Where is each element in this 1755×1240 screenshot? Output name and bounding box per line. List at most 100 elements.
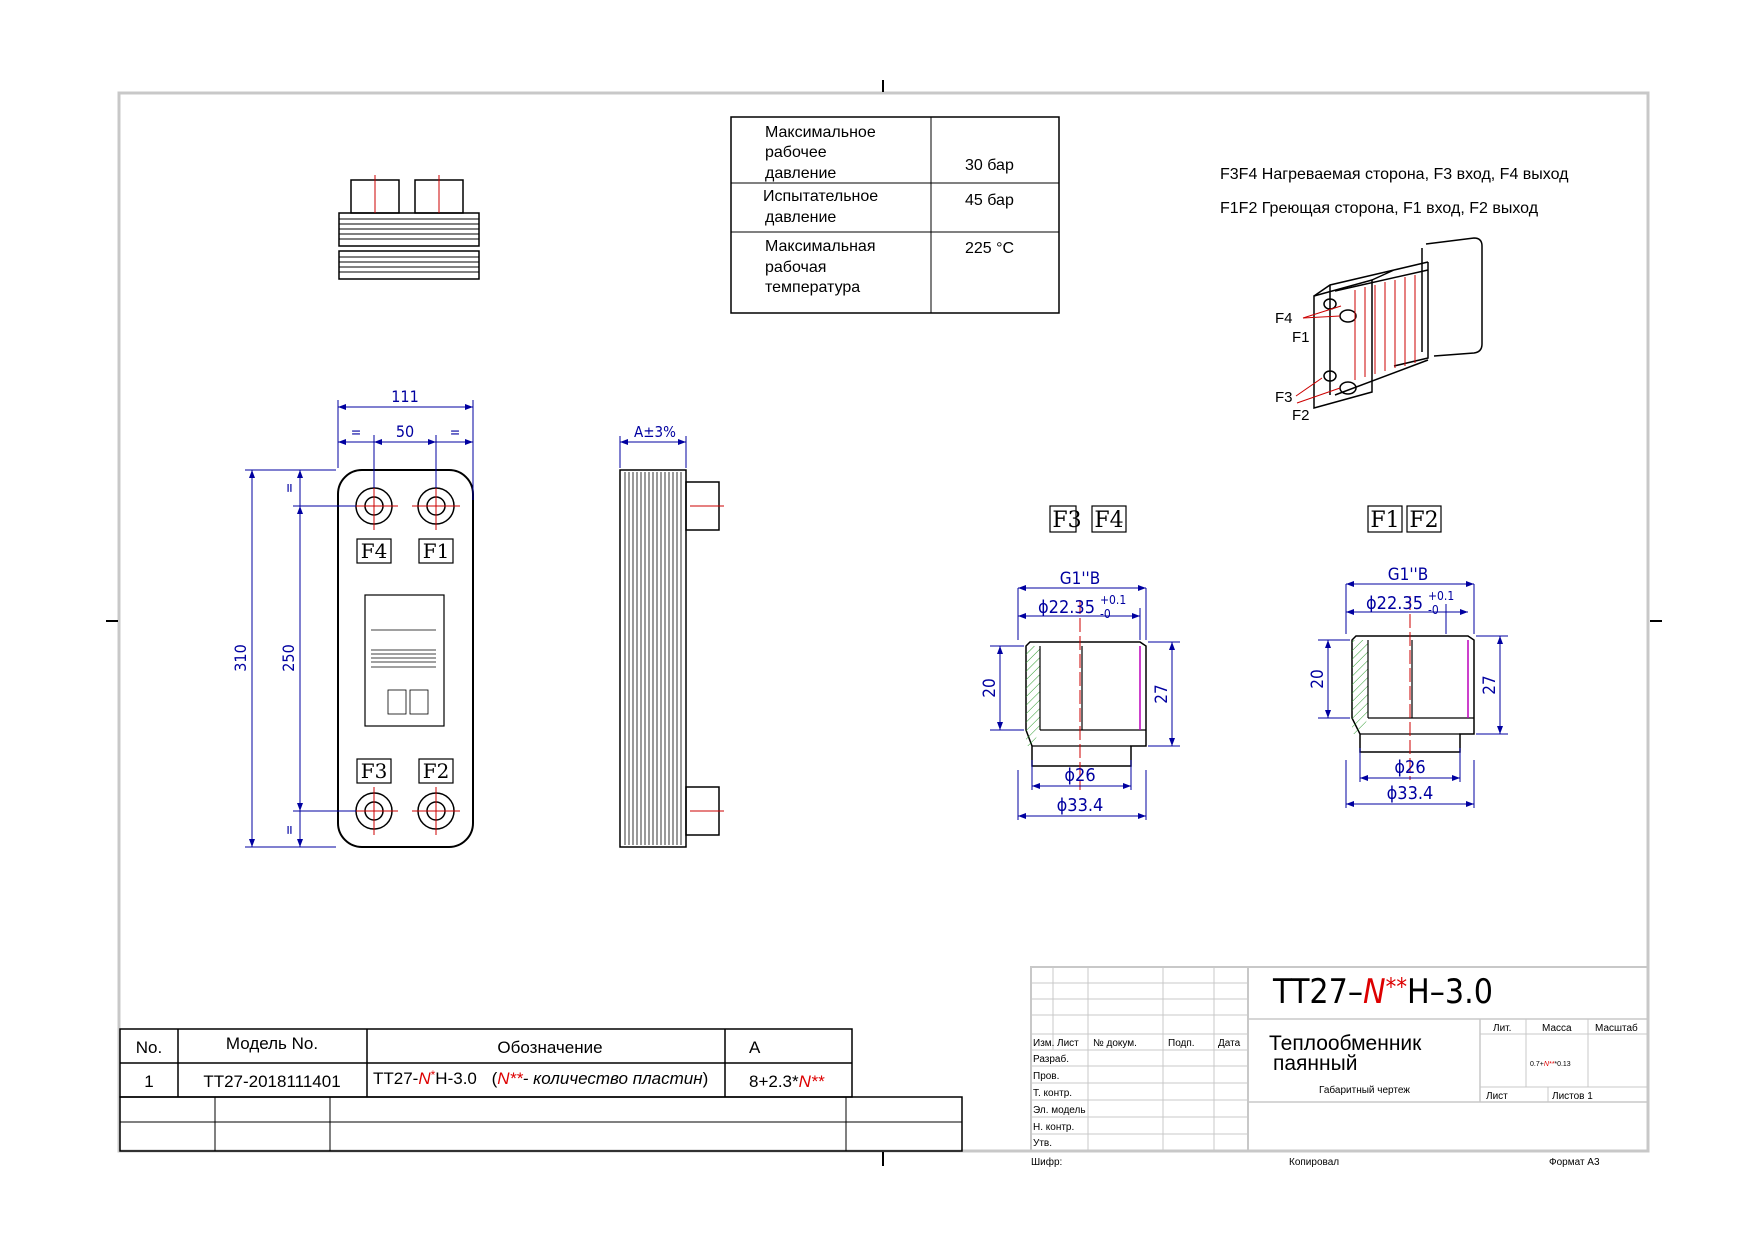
- col-label: Изм.: [1033, 1038, 1054, 1049]
- mass-prefix: 0.7+: [1530, 1061, 1544, 1068]
- spec-value: 225 °C: [965, 240, 1014, 257]
- row-label: Разраб.: [1033, 1053, 1069, 1065]
- title-block: TT27–N**H–3.0 Теплообменник паянный Габа…: [1030, 966, 1649, 1152]
- mass-suffix: *0.13: [1554, 1061, 1570, 1068]
- spec-label-line: Испытательное: [763, 188, 878, 205]
- legend-line-1: F3F4 Нагреваемая сторона, F3 вход, F4 вы…: [1220, 166, 1569, 183]
- sheet-label: Лист: [1486, 1091, 1508, 1102]
- parts-row-model: TT27-2018111401: [203, 1072, 340, 1091]
- note-close: ): [703, 1069, 709, 1088]
- dim-port-spacing: 250: [279, 644, 298, 671]
- col-label: Лист: [1057, 1038, 1079, 1049]
- nameplate: [364, 594, 445, 727]
- parts-header-no: No.: [136, 1038, 162, 1057]
- spec-label-line: температура: [765, 279, 860, 296]
- parts-table: No. Модель No. Обозначение A 1 TT27-2018…: [119, 1028, 963, 1152]
- legend-line-2: F1F2 Греющая сторона, F1 вход, F2 выход: [1220, 200, 1539, 217]
- iso-label-f3: F3: [1275, 389, 1293, 406]
- conn-h-right: 27: [1152, 684, 1172, 703]
- dim-a: A±3%: [634, 423, 676, 441]
- centering-marks: [106, 80, 1662, 1166]
- title-designation-prefix: TT27–: [1272, 972, 1363, 1012]
- conn-tag: F3: [1052, 508, 1081, 533]
- port-tag-f1: F1: [423, 539, 450, 563]
- port-tag-f4: F4: [361, 539, 388, 563]
- side-view: A±3%: [619, 423, 724, 848]
- sheets-label: Листов 1: [1552, 1091, 1593, 1102]
- conn-tol-minus: -0: [1428, 603, 1439, 617]
- spec-value: 30 бар: [965, 157, 1014, 174]
- conn-d-inner: ϕ26: [1064, 765, 1095, 786]
- parts-row-designation: TT27-N*H-3.0 (N**- количество пластин): [373, 1068, 708, 1088]
- title-designation-suffix: H–3.0: [1407, 972, 1493, 1012]
- conn-bore-dim: ϕ22.35: [1038, 597, 1095, 618]
- title-designation-stars: **: [1386, 973, 1407, 1001]
- port-tag-f2: F2: [423, 759, 450, 783]
- isometric-view: [1295, 237, 1483, 409]
- iso-label-f4: F4: [1275, 310, 1293, 327]
- conn-thread: G1''B: [1388, 565, 1428, 585]
- parts-row-a: 8+2.3*N**: [749, 1072, 826, 1091]
- dim-eq-right: =: [450, 425, 461, 441]
- dim-width: 111: [391, 387, 418, 406]
- conn-tol-plus: +0.1: [1428, 589, 1454, 603]
- copied-label: Копировал: [1289, 1157, 1339, 1168]
- conn-d-outer: ϕ33.4: [1057, 795, 1104, 816]
- note-n: N**: [497, 1069, 524, 1088]
- conn-d-outer: ϕ33.4: [1387, 783, 1434, 804]
- mass-n: N**: [1544, 1061, 1555, 1068]
- row-label: Пров.: [1033, 1071, 1059, 1082]
- note-open: (: [492, 1069, 498, 1088]
- col-label: № докум.: [1093, 1038, 1137, 1049]
- port-tag-f3: F3: [361, 759, 388, 783]
- conn-h-right: 27: [1480, 675, 1500, 694]
- conn-tag: F1: [1370, 508, 1399, 533]
- conn-h-left: 20: [980, 678, 1000, 697]
- mass-value: 0.7+N***0.13: [1530, 1061, 1571, 1068]
- front-view: F4 F1 F3 F2 111 50 =: [231, 387, 474, 848]
- mass-label: Масса: [1542, 1023, 1572, 1034]
- dim-eq-bottom: =: [282, 825, 298, 836]
- iso-label-f2: F2: [1292, 407, 1310, 424]
- lit-label: Лит.: [1493, 1023, 1511, 1034]
- conn-thread: G1''B: [1060, 569, 1100, 589]
- spec-value: 45 бар: [965, 192, 1014, 209]
- spec-table: Максимальное рабочее давление 30 бар Исп…: [730, 116, 1060, 314]
- top-view: [338, 175, 480, 280]
- row-label: Т. контр.: [1033, 1088, 1072, 1099]
- dim-height: 310: [231, 644, 250, 671]
- spec-label-line: Максимальное: [765, 124, 876, 141]
- designation-suffix: H-3.0: [435, 1069, 477, 1088]
- title-doc-type: Габаритный чертеж: [1319, 1084, 1410, 1096]
- spec-label-line: давление: [765, 209, 836, 226]
- title-name-line1: Теплообменник: [1269, 1032, 1422, 1055]
- spec-label-line: рабочее: [765, 144, 827, 161]
- designation-star: *: [431, 1068, 436, 1082]
- connection-detail-right: F1 F2: [1308, 505, 1508, 808]
- conn-tag: F4: [1094, 508, 1123, 533]
- iso-label-f1: F1: [1292, 329, 1310, 346]
- col-label: Подп.: [1168, 1038, 1195, 1049]
- conn-d-inner: ϕ26: [1394, 757, 1425, 778]
- designation-prefix: TT27-: [373, 1069, 418, 1088]
- dim-eq-left: =: [351, 425, 362, 441]
- spec-label-line: Максимальная: [765, 238, 876, 255]
- designation-n: N: [418, 1069, 431, 1088]
- row-label: Утв.: [1033, 1138, 1052, 1149]
- dim-spacing: 50: [396, 422, 414, 441]
- parts-header-designation: Обозначение: [497, 1038, 602, 1057]
- connection-detail-left: F3 F4: [980, 505, 1180, 820]
- note-text: - количество пластин: [523, 1069, 703, 1088]
- a-prefix: 8+2.3*: [749, 1072, 799, 1091]
- format-label: Формат A3: [1549, 1157, 1600, 1168]
- dim-eq-top: =: [282, 483, 298, 494]
- parts-header-model: Модель No.: [226, 1034, 318, 1053]
- col-label: Дата: [1218, 1038, 1241, 1049]
- conn-h-left: 20: [1308, 669, 1328, 688]
- cipher-label: Шифр:: [1031, 1156, 1062, 1168]
- conn-tag: F2: [1409, 508, 1438, 533]
- title-designation: TT27–N**H–3.0: [1272, 972, 1493, 1012]
- parts-header-a: A: [749, 1038, 761, 1057]
- spec-label-line: рабочая: [765, 259, 826, 276]
